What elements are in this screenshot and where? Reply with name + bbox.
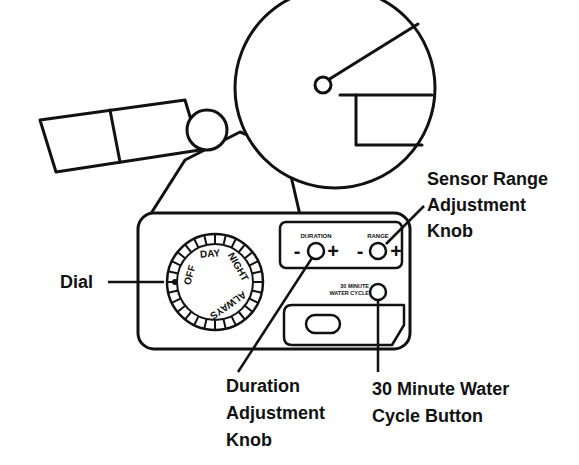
callout-label: Duration Adjustment Knob [226, 373, 346, 454]
door-latch [306, 315, 340, 333]
knurl-tooth [195, 240, 199, 247]
sensor-arm [40, 100, 200, 172]
knurl-tooth [205, 320, 207, 328]
knurl-tooth [169, 291, 177, 293]
knurl-tooth [205, 236, 207, 244]
duration-knob [308, 243, 324, 259]
leader-line [377, 301, 380, 372]
range-knob [370, 243, 386, 259]
knurl-tooth [178, 253, 184, 258]
knurl-tooth [214, 321, 216, 329]
knurl-tooth [246, 253, 252, 258]
knurl-tooth [254, 281, 262, 283]
plus-sign: + [325, 240, 341, 263]
leader-line [108, 281, 164, 284]
knurl-tooth [232, 240, 236, 247]
knurl-tooth [250, 262, 257, 266]
callout-label: 30 Minute Water Cycle Button [372, 376, 552, 430]
plus-sign: + [388, 240, 404, 263]
knurl-tooth [250, 299, 257, 303]
dial-bezel [167, 234, 263, 330]
leader-line [386, 206, 424, 244]
minus-sign: - [353, 240, 367, 263]
callout-label: Dial [60, 270, 110, 294]
knurl-tooth [224, 236, 226, 244]
knurl-tooth [239, 313, 244, 319]
control-panel [138, 213, 410, 349]
knurl-tooth [224, 320, 226, 328]
knurl-tooth [173, 299, 180, 303]
knurl-tooth [253, 291, 261, 293]
knob-plate [280, 222, 402, 268]
knurl-tooth [214, 235, 216, 243]
dial-knurl [168, 235, 262, 329]
battery-door [284, 305, 404, 345]
knob-caption: DURATION [296, 233, 336, 240]
knurl-tooth [186, 313, 191, 319]
minus-sign: - [290, 240, 304, 263]
head-cut-line [340, 94, 432, 97]
knurl-tooth [239, 245, 244, 251]
knurl-tooth [246, 306, 252, 311]
knurl-tooth [195, 317, 199, 324]
head-cut-line [328, 24, 418, 80]
knurl-tooth [169, 272, 177, 274]
pivot-joint [187, 110, 227, 150]
head-window [356, 95, 422, 145]
head-pin [315, 77, 331, 93]
knurl-tooth [186, 245, 191, 251]
callout-label: Sensor Range Adjustment Knob [427, 166, 567, 244]
knurl-tooth [178, 306, 184, 311]
water-cycle-button [370, 284, 386, 300]
knob-caption: RANGE [363, 233, 393, 240]
sensor-head [235, 0, 435, 188]
button-caption: 30 MINUTE WATER CYCLE [325, 283, 369, 297]
arm-seam [110, 110, 120, 162]
dial-marker [172, 279, 178, 285]
knurl-tooth [232, 317, 236, 324]
knurl-tooth [173, 262, 180, 266]
knurl-tooth [253, 272, 261, 274]
